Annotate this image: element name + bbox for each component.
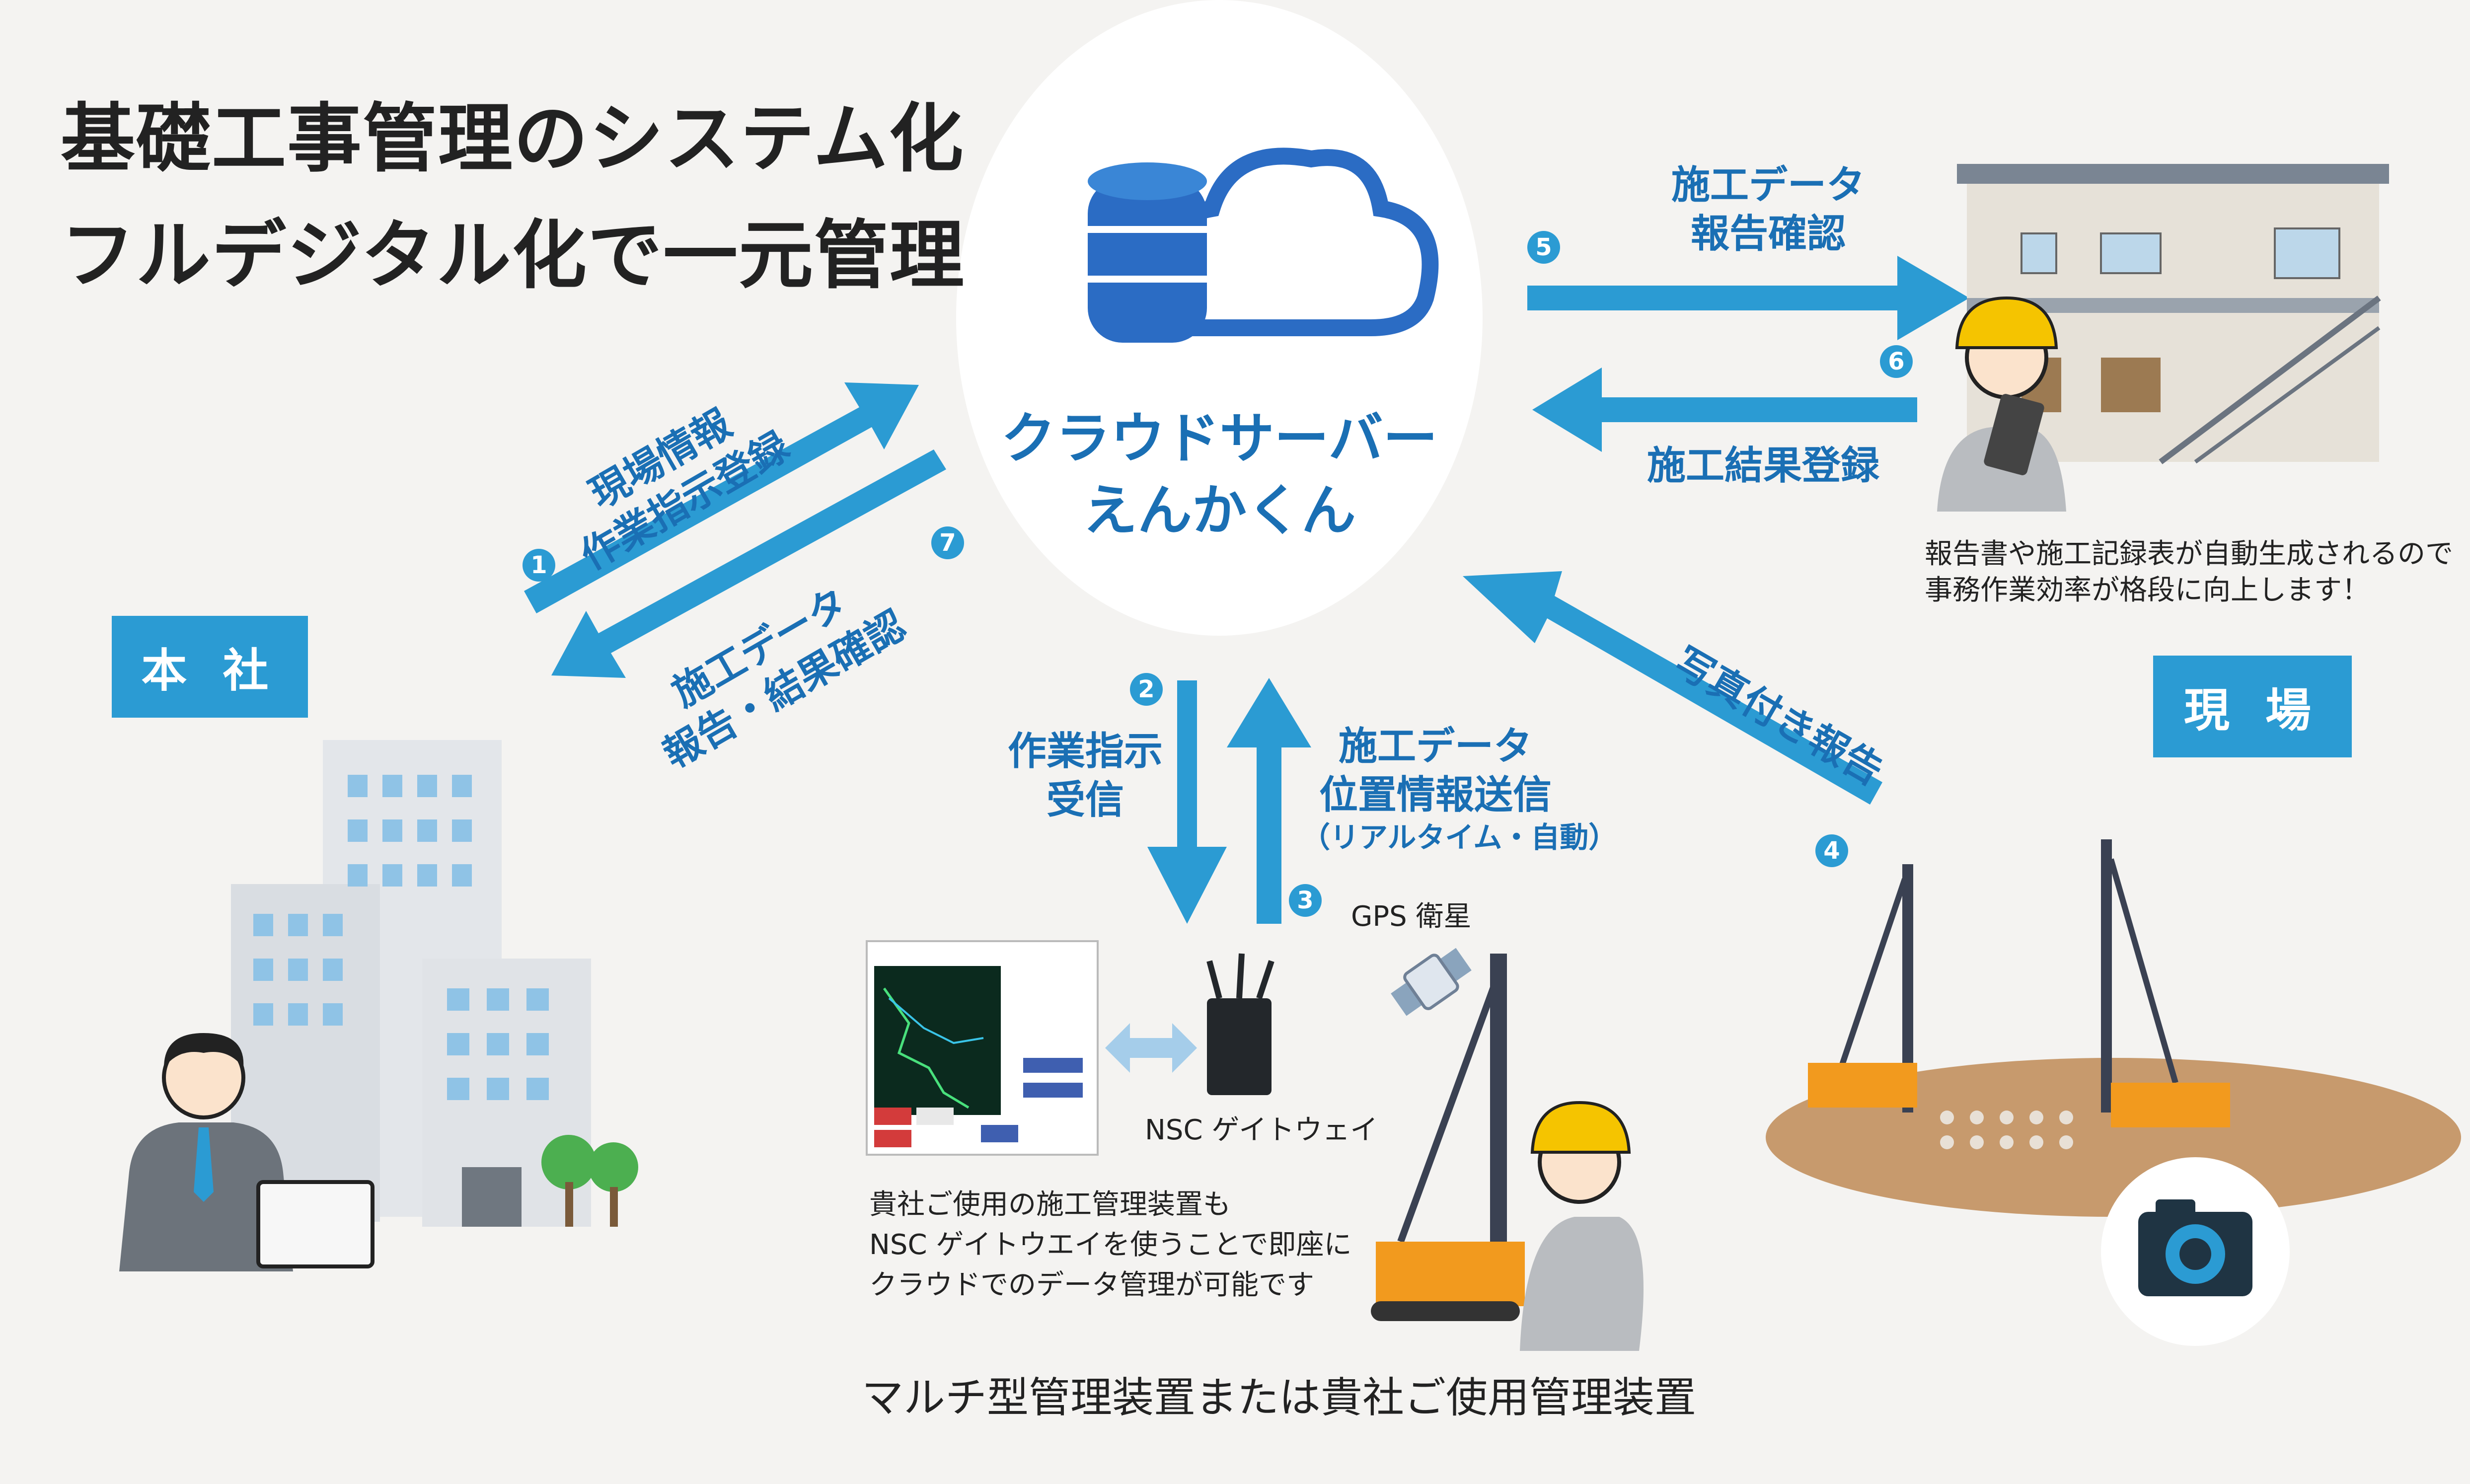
gateway-note: 貴社ご使用の施工管理装置も NSC ゲイトウエイを使うことで即座に クラウドでの… <box>869 1185 1352 1306</box>
arrow-7 <box>551 449 946 678</box>
step-number-4: 4 <box>1815 834 1848 867</box>
bottom-caption: マルチ型管理装置または貴社ご使用管理装置 <box>862 1373 1697 1422</box>
gps-satellite-icon <box>1391 948 1472 1016</box>
device-gateway-arrow <box>1105 1023 1197 1073</box>
site-worker-icon <box>1937 296 2066 512</box>
step-number-5: 5 <box>1527 231 1560 264</box>
arrow-3 <box>1227 678 1311 924</box>
cloud-server-name-line-1: クラウドサーバー <box>1001 407 1438 470</box>
arrow-4 <box>1463 571 1882 805</box>
flow-5-label: 施工データ 報告確認 <box>1654 161 1882 258</box>
site-note-line-1: 報告書や施工記録表が自動生成されるので <box>1925 538 2453 570</box>
database-cloud-icon <box>1088 148 1439 343</box>
piling-site-icon <box>1766 839 2461 1217</box>
gateway-note-line-2: NSC ゲイトウエイを使うことで即座に <box>869 1229 1352 1261</box>
step-number-7: 7 <box>931 526 964 559</box>
flow-3-line-2: 位置情報送信 <box>1319 772 1552 817</box>
office-worker-icon <box>119 1033 374 1271</box>
flow-3-line-1: 施工データ <box>1338 724 1532 769</box>
flow-5-line-1: 施工データ <box>1671 163 1865 208</box>
flow-2-line-1: 作業指示 <box>1007 729 1163 774</box>
step-number-3: 3 <box>1289 884 1322 917</box>
flow-2-label: 作業指示 受信 <box>993 728 1177 824</box>
cloud-server-name-line-2: えんかくん <box>1083 479 1356 542</box>
flow-3-line-3: （リアルタイム・自動） <box>1301 820 1618 854</box>
step-number-2: 2 <box>1130 673 1163 706</box>
flow-3-label: 施工データ 位置情報送信 （リアルタイム・自動） <box>1301 723 1618 856</box>
arrow-1 <box>524 382 919 613</box>
gps-satellite-label: GPS 衛星 <box>1351 900 1472 933</box>
title-line-2: フルデジタル化で一元管理 <box>61 213 966 299</box>
step-number-1: 1 <box>523 549 555 582</box>
arrow-2 <box>1147 680 1227 924</box>
title-line-1: 基礎工事管理のシステム化 <box>61 96 965 182</box>
site-note-line-2: 事務作業効率が格段に向上します！ <box>1925 574 2370 606</box>
gateway-label: NSC ゲイトウェイ <box>1145 1114 1378 1146</box>
management-device-screen <box>866 940 1099 1156</box>
flow-6-label: 施工結果登録 <box>1647 444 1879 488</box>
arrow-6 <box>1532 368 1917 452</box>
gateway-note-line-1: 貴社ご使用の施工管理装置も <box>869 1188 1231 1221</box>
camera-icon <box>2101 1157 2290 1346</box>
flow-2-line-2: 受信 <box>1046 777 1124 822</box>
gateway-router-icon <box>1206 953 1274 1095</box>
gateway-note-line-3: クラウドでのデータ管理が可能です <box>869 1269 1314 1302</box>
pile-driver-worker-icon <box>1371 954 1644 1351</box>
site-badge: 現 場 <box>2153 656 2352 757</box>
head-office-badge: 本 社 <box>112 616 308 718</box>
site-note: 報告書や施工記録表が自動生成されるので 事務作業効率が格段に向上します！ <box>1925 536 2453 609</box>
step-number-6: 6 <box>1880 345 1913 378</box>
office-building-icon <box>231 740 591 1227</box>
flow-5-line-2: 報告確認 <box>1690 211 1846 256</box>
arrow-5 <box>1527 256 1969 340</box>
tree-icon <box>541 1135 638 1227</box>
